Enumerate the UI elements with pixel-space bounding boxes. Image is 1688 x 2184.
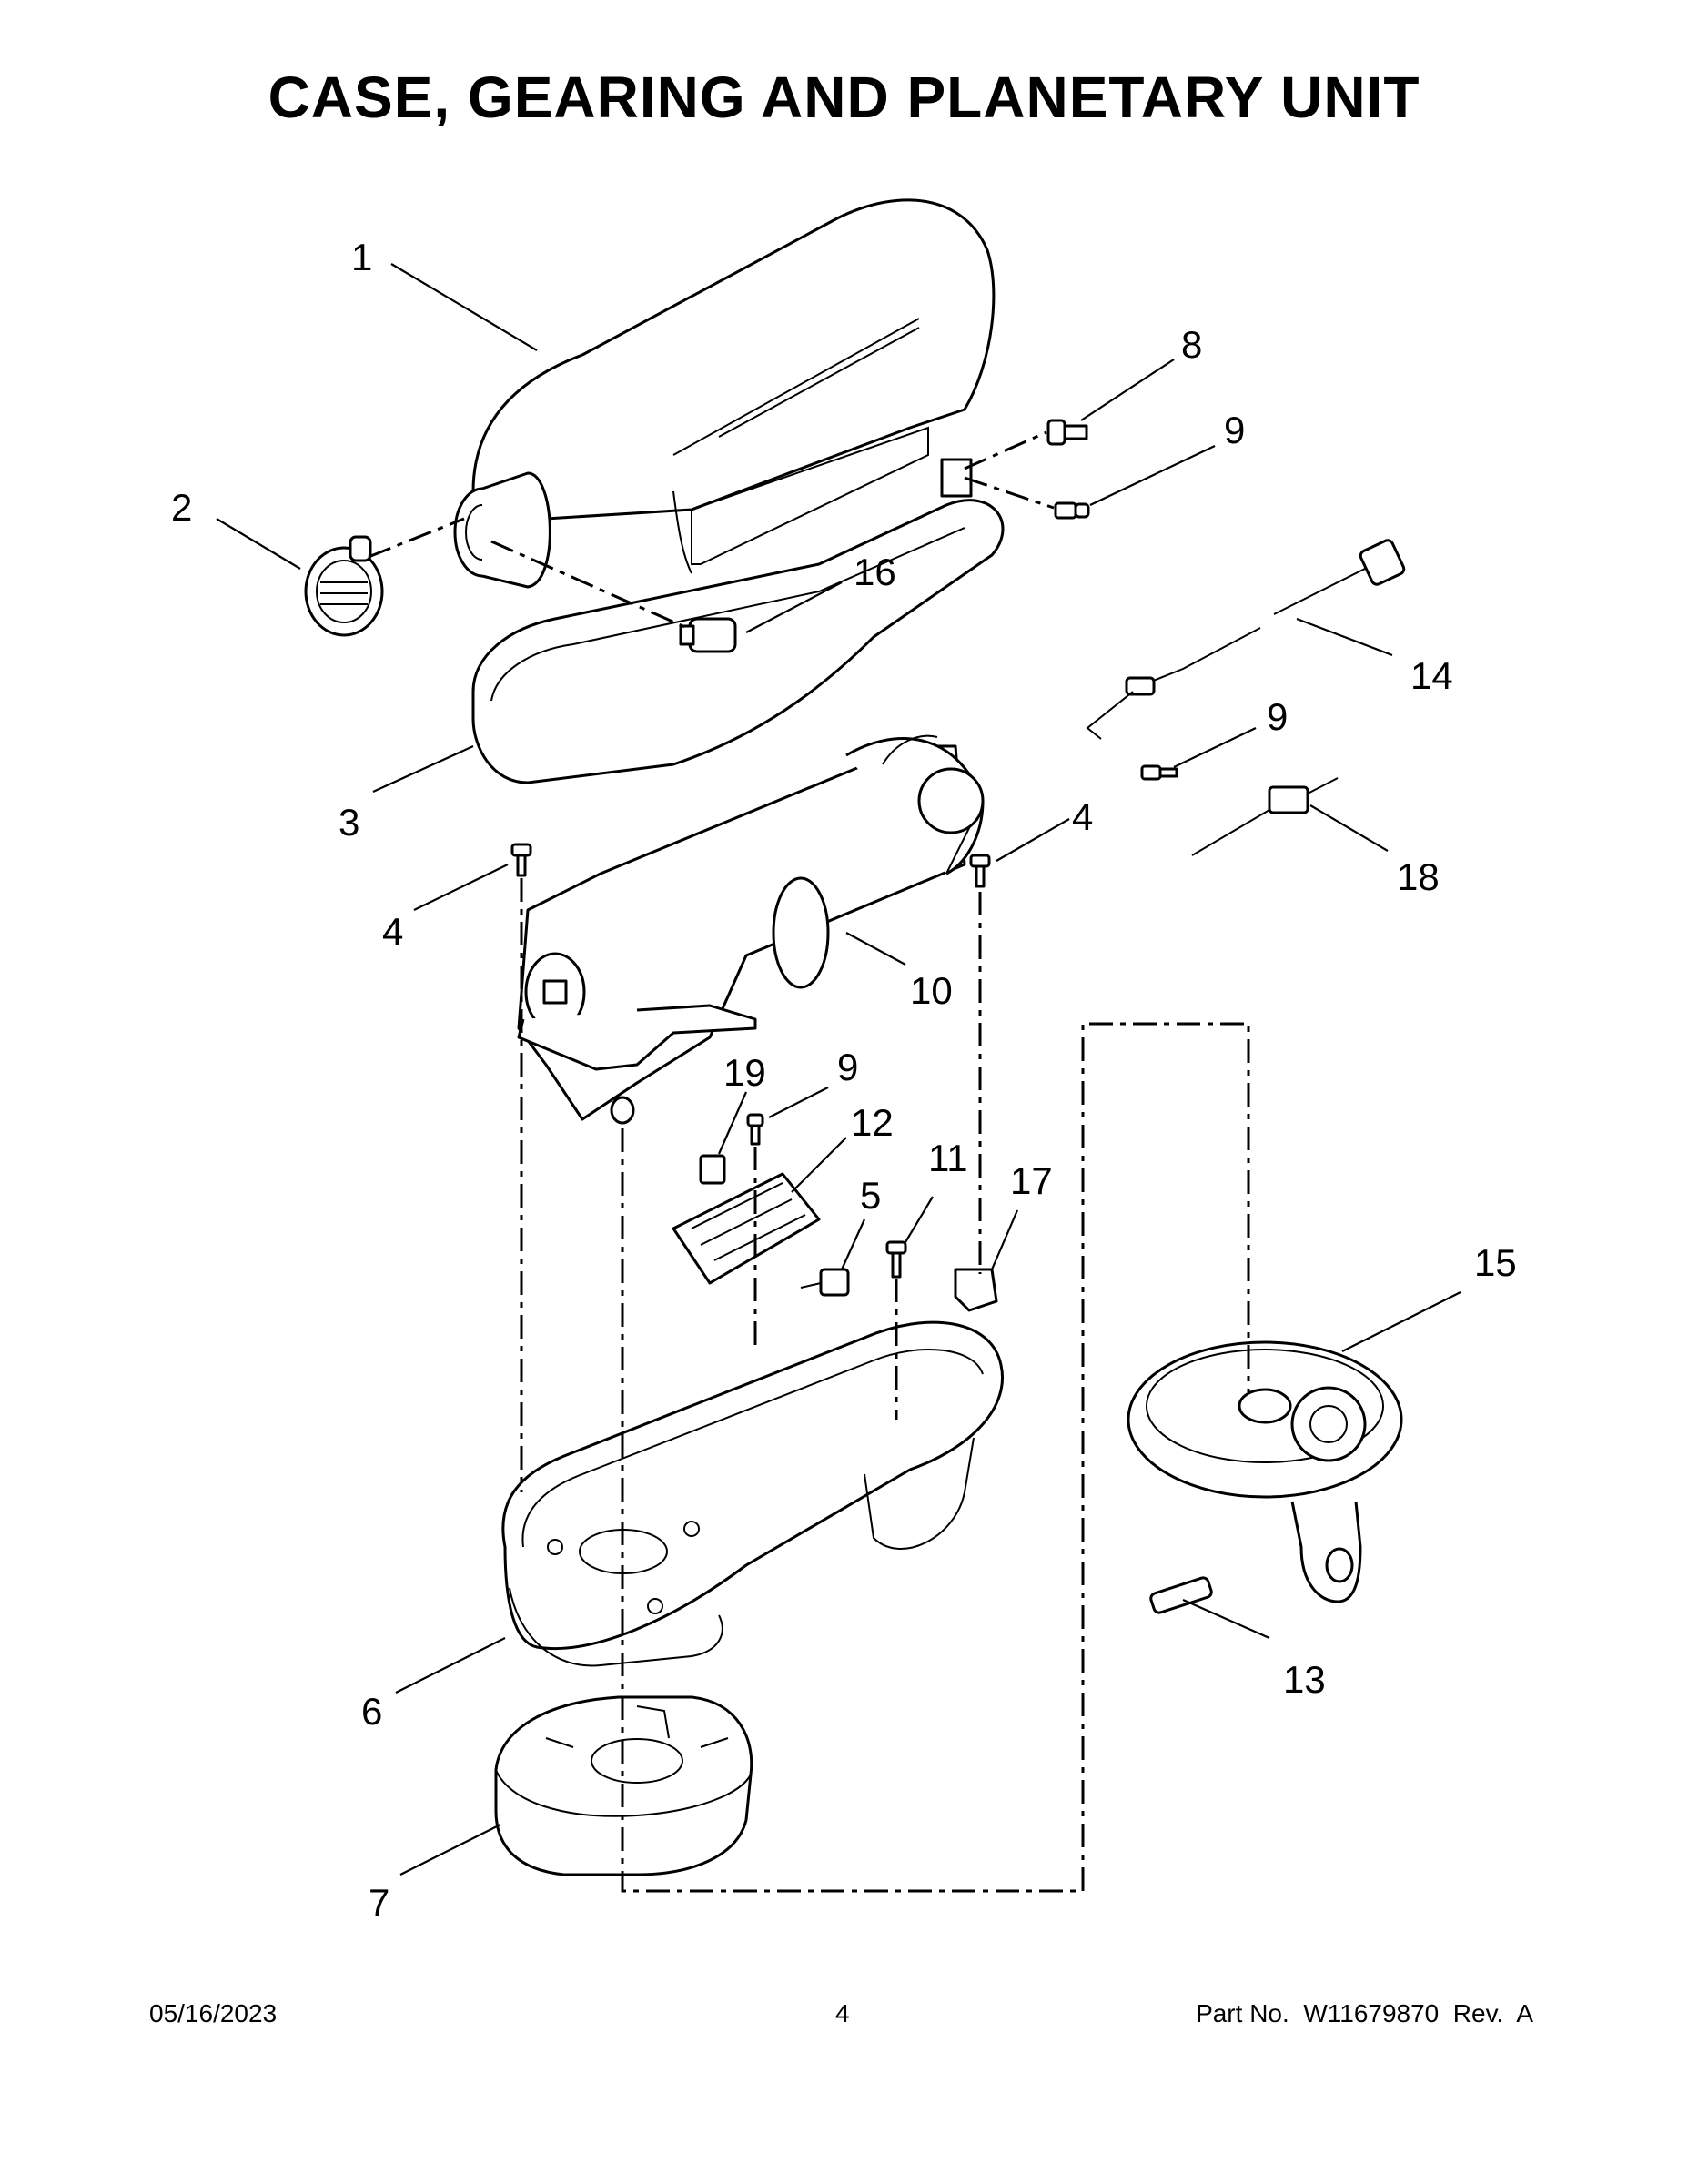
callout-9-lower: 9 (837, 1046, 858, 1088)
callout-1: 1 (351, 236, 372, 278)
part-14-power-cord (1086, 539, 1406, 740)
callout-3: 3 (339, 801, 359, 844)
footer-date: 05/16/2023 (149, 1999, 278, 2027)
callout-8: 8 (1181, 323, 1202, 366)
callout-4-right: 4 (1072, 795, 1093, 838)
part-4-screw-left (510, 843, 532, 877)
part-9-screw-upper (1054, 501, 1090, 520)
part-16-hub-knob (679, 617, 737, 653)
part-8-screw (1046, 419, 1088, 446)
callout-19: 19 (723, 1051, 766, 1094)
part-4-screw-right (969, 854, 991, 888)
callout-12: 12 (851, 1101, 894, 1144)
callout-7: 7 (369, 1881, 389, 1924)
part-9-screw-middle (1140, 764, 1178, 781)
callout-2: 2 (171, 486, 192, 529)
screw-leader (964, 476, 1055, 510)
callout-4-left: 4 (382, 910, 403, 953)
callout-5: 5 (860, 1174, 881, 1217)
footer-part-number: Part No. W11679870 Rev. A (1196, 1999, 1533, 2027)
part-2-hub-cover (304, 535, 384, 637)
part-15-planetary-unit (1127, 1340, 1403, 1603)
callout-9-upper: 9 (1224, 409, 1245, 451)
callout-11: 11 (928, 1137, 968, 1179)
part-11-screw (885, 1240, 907, 1279)
part-6-gear-housing (501, 1320, 1004, 1667)
callout-6: 6 (361, 1690, 382, 1733)
part-1-motor-housing (453, 198, 996, 589)
part-9-screw-lower (746, 1113, 764, 1146)
callout-numbers: 1 2 3 4 4 5 6 7 8 9 9 9 10 11 12 13 14 1… (171, 236, 1517, 1924)
part-3-trim-band (471, 499, 1005, 784)
part-12-control-board (672, 1172, 821, 1285)
part-10-motor-gear-case (517, 734, 985, 1125)
callout-9-middle: 9 (1267, 695, 1288, 738)
assembly-lines (368, 517, 1250, 1893)
part-19-clip (699, 1154, 726, 1185)
callout-13: 13 (1283, 1658, 1326, 1701)
callout-18: 18 (1397, 855, 1440, 898)
callout-17: 17 (1010, 1159, 1053, 1202)
callout-16: 16 (854, 551, 896, 593)
callout-14: 14 (1410, 654, 1453, 697)
callout-10: 10 (910, 969, 953, 1012)
part-5-switch (800, 1268, 850, 1297)
part-18-cord-connector (1191, 777, 1339, 856)
housing-bracket (940, 458, 973, 498)
page-title: CASE, GEARING AND PLANETARY UNIT (268, 65, 1420, 130)
callout-leaders (216, 263, 1461, 1876)
footer-page-number: 4 (835, 1999, 850, 2027)
callout-15: 15 (1474, 1241, 1517, 1284)
part-17-lever (954, 1268, 998, 1312)
part-13-pin (1149, 1576, 1213, 1614)
bracket-leader (964, 430, 1047, 470)
